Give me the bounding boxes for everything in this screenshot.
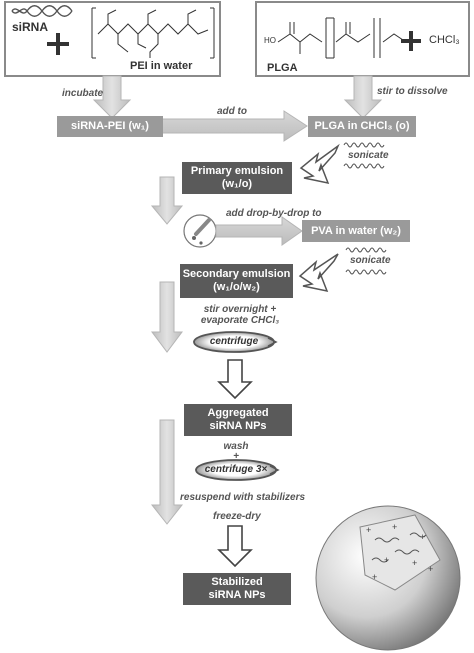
label-add-drop: add drop-by-drop to [226, 208, 322, 219]
hollow-arrow-sonicate-1 [299, 143, 340, 185]
label-wash: wash + [206, 442, 266, 462]
svg-text:+: + [366, 525, 371, 535]
sirna-helix-icon [11, 5, 73, 17]
text-sirna-pei: siRNA-PEI (w₁) [71, 120, 149, 132]
plus-sign-left [47, 33, 69, 55]
text-secondary-emulsion: Secondary emulsion (w₁/o/w₂) [180, 264, 293, 298]
label-resuspend: resuspend with stabilizers [180, 492, 306, 503]
centrifuge-ring-arrow-1 [267, 337, 278, 347]
pei-label: PEI in water [130, 60, 193, 72]
plga-label: PLGA [267, 62, 298, 74]
pipette-droplet-icon [183, 214, 217, 248]
arrow-down-main-1 [150, 176, 184, 225]
hollow-arrow-down-1 [217, 359, 253, 400]
sonicate-wave-icon-1 [343, 142, 385, 169]
svg-text:+: + [372, 572, 377, 582]
text-pva-water: PVA in water (w₂) [311, 224, 401, 237]
box-primary-emulsion [182, 162, 292, 194]
arrow-down-left-top [92, 75, 132, 119]
label-centrifuge: centrifuge [209, 336, 259, 347]
svg-text:+: + [392, 522, 397, 532]
primary-line-1: Primary emulsion [190, 165, 284, 177]
box-stabilized [183, 573, 291, 605]
stir-overnight-line-1: stir overnight + [203, 304, 277, 315]
aggregated-line-1: Aggregated [207, 407, 269, 419]
stabilized-line-1: Stabilized [211, 576, 263, 588]
primary-line-2: (w₁/o) [221, 178, 253, 190]
label-stir-overnight: stir overnight + evaporate CHCl₃ [185, 304, 295, 326]
box-secondary-emulsion [180, 264, 293, 298]
label-incubate: incubate [62, 88, 104, 99]
arrow-add-drop [215, 216, 303, 246]
box-sirna-pei [57, 116, 163, 137]
nanoparticle-sphere-icon: + + + + + + + [315, 505, 461, 651]
label-add-to: add to [217, 106, 247, 117]
box-pva-water [302, 220, 410, 242]
text-primary-emulsion: Primary emulsion (w₁/o) [182, 162, 292, 194]
plus-sign-right [401, 31, 421, 51]
text-aggregated: Aggregated siRNA NPs [184, 404, 292, 436]
centrifuge-ring-arrow-2 [269, 465, 280, 475]
box-plga-chcl3 [308, 116, 416, 137]
label-sonicate-1: sonicate [348, 150, 389, 161]
secondary-line-2: (w₁/o/w₂) [213, 281, 260, 293]
arrow-down-main-3 [150, 419, 184, 525]
svg-text:+: + [420, 532, 425, 542]
sonicate-wave-icon-2 [345, 247, 387, 275]
secondary-line-1: Secondary emulsion [182, 268, 291, 280]
aggregated-line-2: siRNA NPs [209, 420, 267, 432]
arrow-add-to [161, 110, 308, 142]
reagent-box-left [4, 1, 221, 77]
sirna-label: siRNA [12, 20, 49, 34]
stabilized-line-2: siRNA NPs [208, 589, 266, 601]
stir-overnight-line-2: evaporate CHCl₃ [200, 315, 280, 326]
label-stir-dissolve: stir to dissolve [377, 86, 448, 97]
arrow-down-main-2 [151, 281, 183, 353]
svg-text:+: + [412, 558, 417, 568]
wash-line-2: + [233, 451, 239, 462]
arrow-down-right-top [343, 75, 383, 119]
hollow-arrow-down-2 [217, 525, 253, 568]
pei-structure-icon [91, 7, 215, 59]
hollow-arrow-sonicate-2 [298, 253, 339, 293]
text-stabilized: Stabilized siRNA NPs [183, 573, 291, 605]
label-sonicate-2: sonicate [350, 255, 391, 266]
box-aggregated [184, 404, 292, 436]
chcl3-label: CHCl₃ [429, 34, 460, 46]
label-freeze-dry: freeze-dry [213, 511, 261, 522]
svg-text:+: + [384, 555, 389, 565]
label-centrifuge-3x: centrifuge 3× [204, 464, 268, 475]
centrifuge-ring-1 [193, 331, 275, 353]
ho-label: HO [264, 36, 276, 45]
centrifuge-ring-2 [195, 459, 277, 481]
text-plga-chcl3: PLGA in CHCl₃ (o) [314, 120, 410, 132]
svg-text:+: + [428, 564, 433, 574]
wash-line-1: wash [223, 441, 249, 452]
